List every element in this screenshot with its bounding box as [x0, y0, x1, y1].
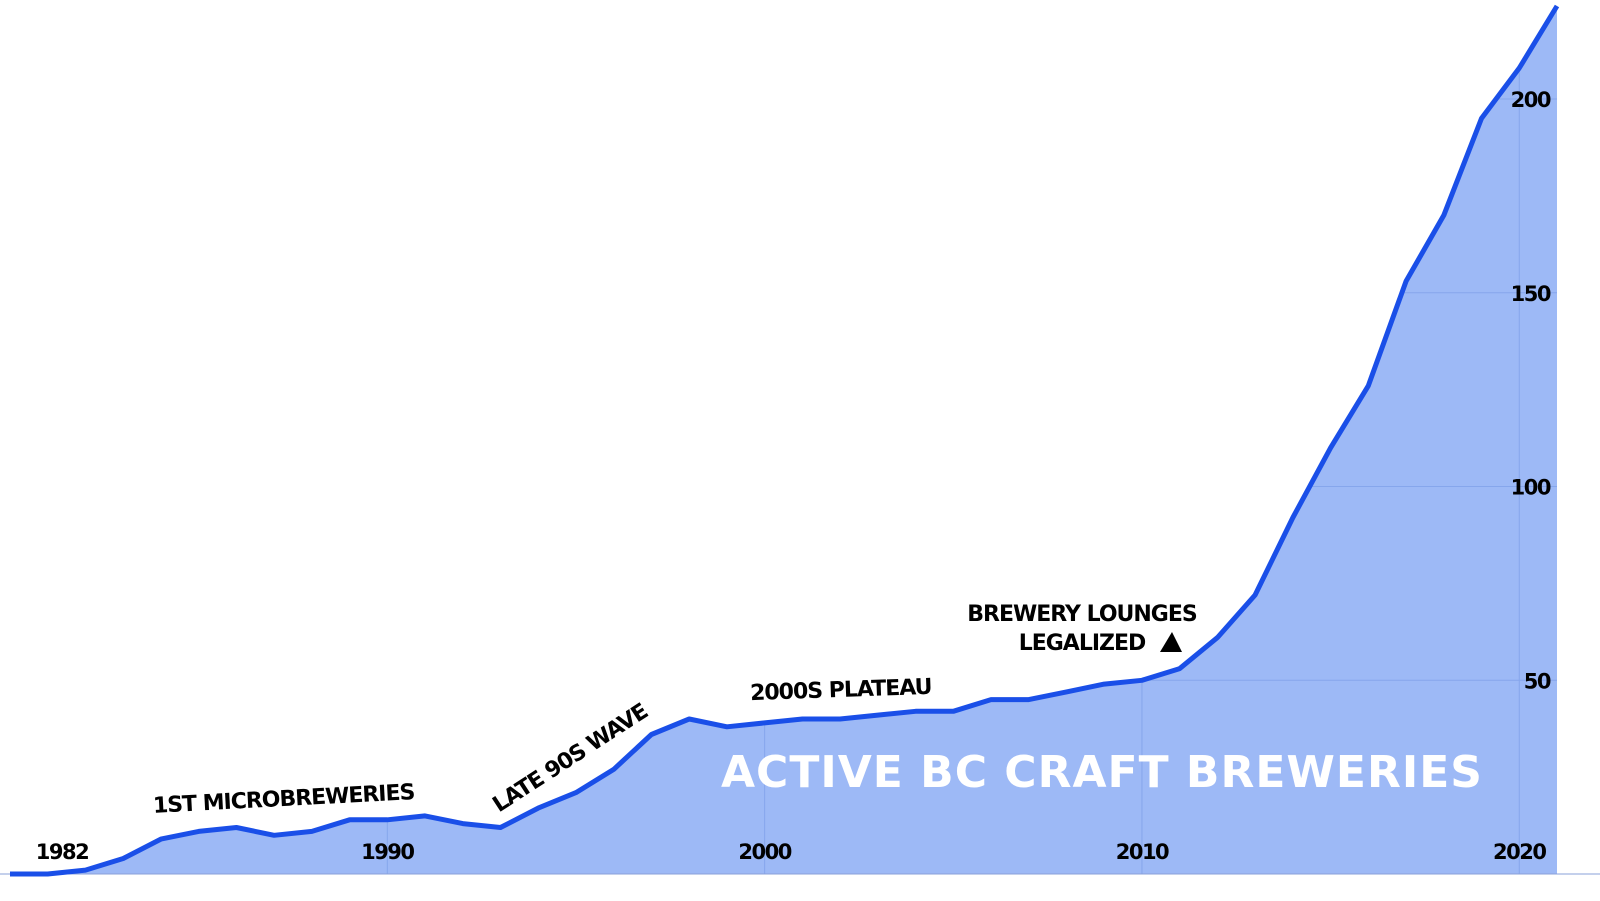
annotation-1st-microbreweries: 1ST MICROBREWERIES [152, 780, 415, 819]
y-tick-label-100: 100 [1511, 476, 1551, 500]
y-tick-label-50: 50 [1524, 669, 1551, 693]
x-tick-label-2000: 2000 [738, 840, 791, 864]
x-tick-label-1982: 1982 [36, 840, 88, 864]
annotation-brewery-lounges: BREWERY LOUNGES [967, 602, 1197, 627]
series-line [10, 4, 1560, 877]
x-tick-label-2010: 2010 [1116, 840, 1169, 864]
x-tick-label-1990: 1990 [361, 840, 414, 864]
x-tick-label-2020: 2020 [1493, 840, 1546, 864]
area-fill [10, 6, 1557, 874]
chart-title: ACTIVE BC CRAFT BREWERIES [721, 747, 1483, 798]
annotation-arrow-icon [1160, 632, 1182, 652]
annotation-2000s-plateau: 2000S PLATEAU [750, 675, 932, 706]
y-tick-label-150: 150 [1511, 282, 1551, 306]
y-tick-label-200: 200 [1511, 88, 1551, 112]
annotation-legalized: LEGALIZED [1019, 631, 1146, 656]
